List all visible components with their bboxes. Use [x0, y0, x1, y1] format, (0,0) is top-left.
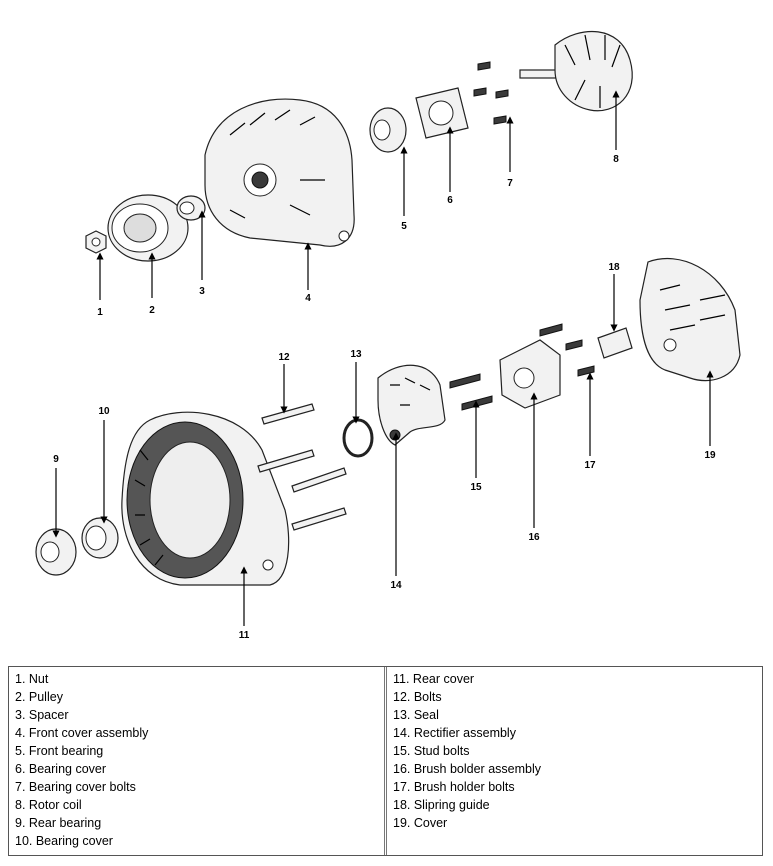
spacer-part: [176, 195, 206, 221]
callout-2: 2: [149, 305, 155, 316]
legend-item: 16. Brush bolder assembly: [393, 762, 541, 776]
front-cover-part: [204, 98, 355, 247]
callout-8: 8: [613, 154, 619, 165]
legend-item: 17. Brush holder bolts: [393, 780, 515, 794]
brush-holder-part: [499, 339, 561, 409]
callout-13: 13: [350, 349, 362, 360]
callout-3: 3: [199, 286, 205, 297]
pulley-part: [107, 194, 189, 262]
callout-4: 4: [305, 293, 311, 304]
callout-10: 10: [98, 406, 110, 417]
legend-item: 9. Rear bearing: [15, 816, 102, 830]
legend-item: 19. Cover: [393, 816, 448, 830]
long-bolts-part: [257, 403, 347, 531]
callout-18: 18: [608, 262, 620, 273]
legend-column-left: 1. Nut 2. Pulley 3. Spacer 4. Front cove…: [9, 667, 384, 855]
nut-part: [85, 230, 107, 254]
legend-item: 18. Slipring guide: [393, 798, 490, 812]
legend-item: 5. Front bearing: [15, 744, 104, 758]
callout-12: 12: [278, 352, 290, 363]
leader-lines: [52, 90, 714, 626]
legend-item: 11. Rear cover: [393, 672, 475, 686]
legend-item: 8. Rotor coil: [15, 798, 82, 812]
callout-19: 19: [704, 450, 716, 461]
front-bearing-part: [369, 107, 407, 153]
callout-7: 7: [507, 178, 513, 189]
legend-item: 15. Stud bolts: [393, 744, 470, 758]
slipring-guide-part: [597, 327, 633, 359]
callout-16: 16: [528, 532, 540, 543]
cover-part: [639, 258, 741, 382]
callout-17: 17: [584, 460, 596, 471]
rear-cover-part: [121, 411, 290, 586]
callout-11: 11: [239, 630, 250, 641]
rectifier-part: [377, 364, 446, 446]
callout-5: 5: [401, 221, 407, 232]
stud-bolts-part: [449, 373, 493, 411]
legend-item: 1. Nut: [15, 672, 49, 686]
brush-holder-bolts-part: [539, 323, 595, 377]
callout-labels: 1 2 3 4 5 6 7 8 9 10 11 12 13 14 15 16 1…: [53, 154, 716, 641]
rear-bearing-cover-part: [81, 517, 119, 559]
legend-item: 10. Bearing cover: [15, 834, 113, 848]
legend-column-right: 11. Rear cover 12. Bolts 13. Seal 14. Re…: [384, 667, 762, 855]
legend-item: 14. Rectifier assembly: [393, 726, 516, 740]
legend-item: 7. Bearing cover bolts: [15, 780, 136, 794]
legend-item: 6. Bearing cover: [15, 762, 107, 776]
callout-9: 9: [53, 454, 59, 465]
legend-item: 3. Spacer: [15, 708, 69, 722]
legend-item: 12. Bolts: [393, 690, 442, 704]
bearing-cover-bolts-part: [473, 61, 509, 125]
callout-14: 14: [390, 580, 402, 591]
exploded-diagram: 1 2 3 4 5 6 7 8 9 10 11 12 13 14 15 16 1…: [35, 30, 741, 641]
seal-part: [342, 418, 374, 458]
parts-legend: 1. Nut 2. Pulley 3. Spacer 4. Front cove…: [8, 666, 763, 856]
rear-bearing-part: [35, 528, 77, 576]
callout-15: 15: [470, 482, 482, 493]
callout-1: 1: [97, 307, 103, 318]
bearing-cover-part: [415, 87, 469, 139]
legend-item: 4. Front cover assembly: [15, 726, 149, 740]
legend-item: 2. Pulley: [15, 690, 63, 704]
legend-item: 13. Seal: [393, 708, 439, 722]
callout-6: 6: [447, 195, 453, 206]
